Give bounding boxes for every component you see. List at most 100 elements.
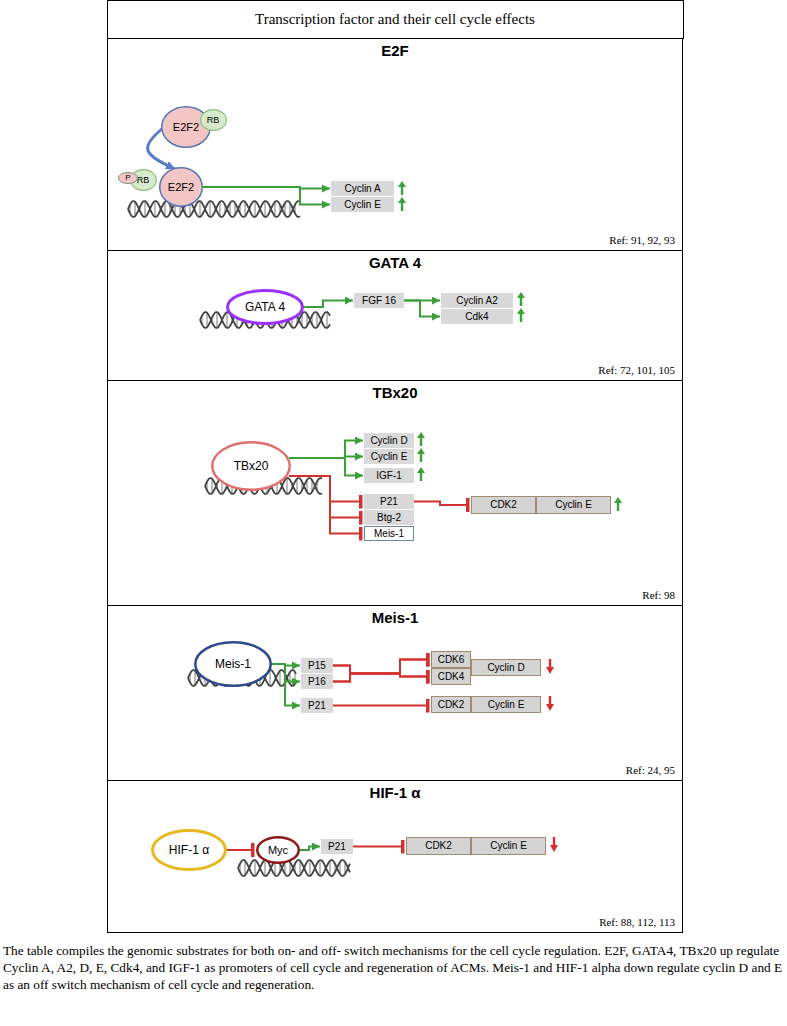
gene-box: P21 [301,698,333,713]
oval-shape [153,831,226,870]
up-arrow [517,292,525,306]
node-label: P [125,174,130,182]
table-title: Transcription factor and their cell cycl… [107,1,683,38]
factor-oval: Meis-1 [194,641,272,687]
factor-oval: RB [200,109,227,131]
node-label: Cyclin D [370,436,407,446]
node-label: CDK4 [438,672,465,682]
dna-rung [316,313,317,328]
reference-note: Ref: 88, 112, 113 [599,917,675,928]
title-text: Transcription factor and their cell cycl… [255,11,535,28]
dna-strand [128,201,300,217]
activation-arrow [201,187,330,205]
up-arrow [614,497,622,511]
dna-rung [319,860,320,876]
oval-shape [212,442,290,490]
dna-rung [206,313,207,328]
up-arrow [398,181,406,195]
table-row-panel: E2FRef: 91, 92, 93E2F2RBE2F2RBPCyclin AC… [107,38,683,251]
oval-shape [195,642,271,686]
activation-arrow [404,301,440,317]
inhibition-connector [289,476,361,518]
gene-box: FGF 16 [354,293,404,308]
gene-box: IGF-1 [364,468,414,483]
cyclin-cdk-box: Cyclin D [471,659,541,676]
node-label: CDK6 [438,655,465,665]
factor-oval: HIF-1 α [151,829,227,871]
node-label: P21 [328,842,346,852]
down-arrow [546,696,554,711]
dna-rung [244,202,245,217]
up-arrow [417,432,425,446]
dna-rung [279,671,280,686]
dna-rung [226,312,227,328]
inhibition-connector [289,476,361,534]
node-label: P16 [308,677,326,687]
activation-arrow [289,441,363,459]
node-label: Cyclin A2 [456,296,498,306]
table-row-panel: Meis-1Ref: 24, 95Meis-1P15P16P21CDK6CDK4… [107,605,683,781]
up-arrow [398,197,406,211]
reference-note: Ref: 72, 101, 105 [598,365,675,376]
gene-box: P16 [301,674,333,689]
node-label: GATA 4 [245,301,285,313]
node-label: Cyclin E [490,841,527,851]
gene-box: Cyclin E [331,197,394,212]
dna-rung [219,202,220,217]
table-row-panel: GATA 4 Ref: 72, 101, 105 GATA 4 FGF 16 Cycli… [107,250,683,381]
node-label: Myc [268,845,288,856]
reference-note: Ref: 98 [642,590,675,601]
inhibition-connector [414,502,468,506]
factor-oval: E2F2 [159,167,203,207]
node-label: Cyclin E [488,700,525,710]
activation-arrow [270,664,300,706]
panel-heading: GATA 4 [108,255,682,270]
inhibition-connector [333,705,428,707]
dna-strand [238,860,350,876]
cyclin-cdk-box: CDK2 [471,496,536,514]
dna-rung [134,202,135,217]
gene-box: Btg-2 [364,510,414,525]
reference-note: Ref: 24, 95 [626,765,675,776]
inhibition-connector [289,476,361,502]
node-label: E2F2 [173,122,199,133]
node-label: RB [137,176,150,185]
dna-rung [194,671,195,686]
dna-rung [269,670,270,686]
cyclin-cdk-box: CDK6 [431,651,471,668]
table-row-panel: TBx20Ref: 98TBx20Cyclin DCyclin EIGF-1P2… [107,380,683,606]
dna-rung [144,201,145,217]
node-label: Cyclin D [487,663,524,673]
gene-box: Cyclin A [331,181,394,196]
panel-heading: Meis-1 [108,610,682,625]
dna-rung [154,201,155,217]
cyclin-cdk-box: CDK4 [431,668,471,685]
oval-shape [200,110,226,131]
gene-box: Cdk4 [441,309,513,324]
dna-rung [211,479,212,494]
cyclin-cdk-box: CDK2 [406,837,471,855]
up-arrow [417,467,425,481]
dna-rung [299,861,300,876]
node-label: Cyclin A [344,184,380,194]
oval-shape [119,173,138,184]
dna-strand [238,860,350,876]
node-label: Meis-1 [215,658,251,670]
table-row-panel: HIF-1 αRef: 88, 112, 113HIF-1 αMycP21CDK… [107,780,683,933]
up-arrow [517,308,525,322]
dna-rung [164,202,165,217]
cyclin-cdk-box: Cyclin E [471,696,541,713]
inhibition-connector [333,666,428,677]
dna-rung [309,860,310,876]
dna-rung [274,202,275,217]
node-label: P21 [308,701,326,711]
gene-box: P21 [321,839,353,854]
node-label: Cyclin E [371,452,408,462]
caption-text: The table compiles the genomic substrate… [3,943,782,992]
factor-oval: GATA 4 [226,289,304,325]
oval-shape [257,837,299,863]
node-label: RB [207,116,220,125]
inhibition-connector [225,849,253,851]
node-label: P21 [380,497,398,507]
